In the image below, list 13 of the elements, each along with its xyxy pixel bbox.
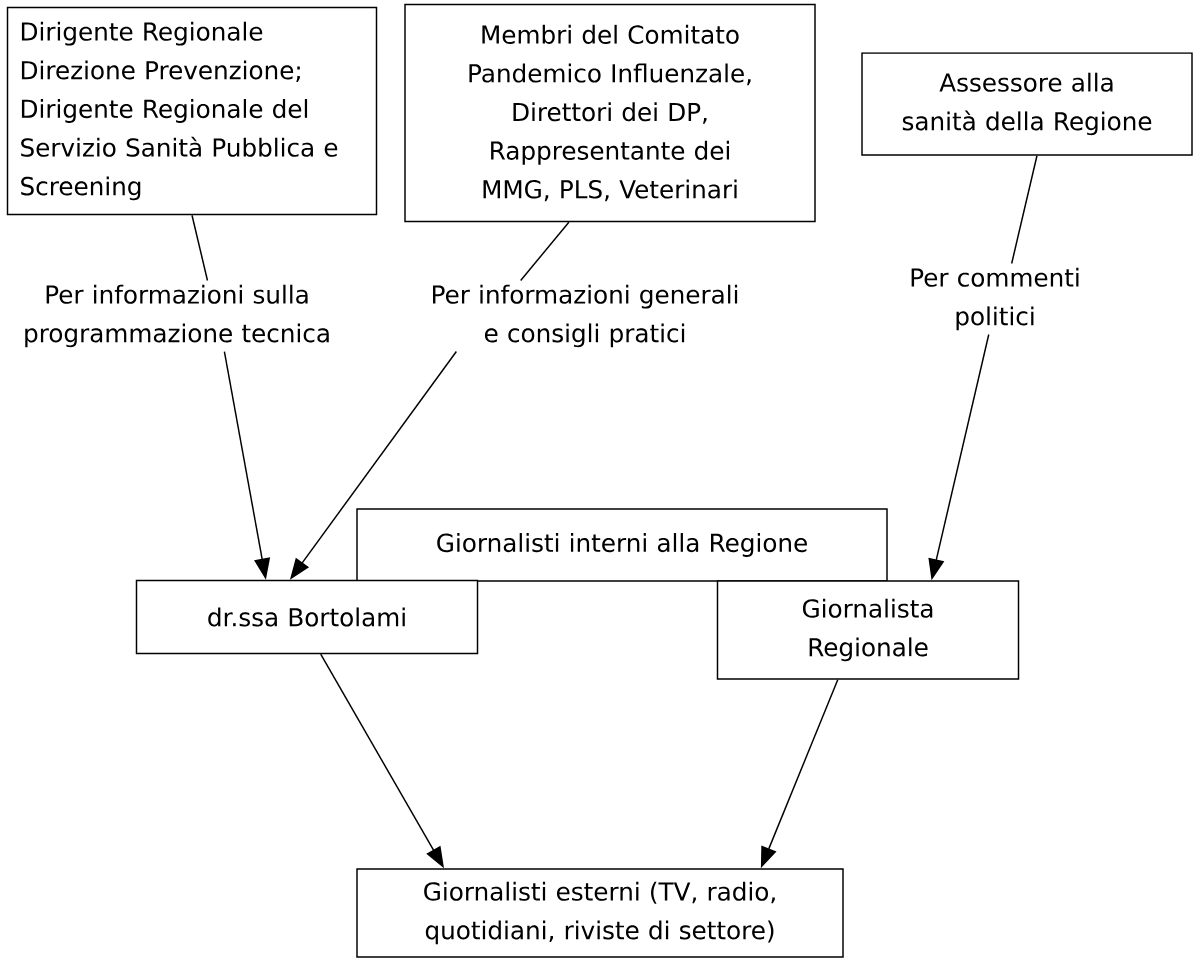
text-box: Giornalisti esterni (TV, radio, quotidiani, riviste di settore) <box>356 868 844 958</box>
annotation-text: Per informazioni generali e consigli pratici <box>433 284 738 348</box>
text-box: Giornalista Regionale <box>716 580 1020 680</box>
annotation-text: Per commenti politici <box>911 267 1079 331</box>
connector-line <box>191 214 209 282</box>
text-box: Giornalisti interni alla Regione <box>356 508 888 582</box>
text-box: Membri del Comitato Pandemico Influenzale, Direttori dei DP, Rappresentante dei MMG, PLS, Veterinari <box>404 3 816 223</box>
text-box: dr.ssa Bortolami <box>135 579 479 655</box>
annotation-text: Per informazioni sulla programmazione tecnica <box>25 284 329 348</box>
connector-line <box>1010 155 1038 265</box>
connector-line <box>519 221 570 282</box>
text-box: Dirigente Regionale Direzione Prevenzione; Dirigente Regionale del Servizio Sanità Pubblica e Screening <box>6 6 378 216</box>
text-box: Assessore alla sanità della Regione <box>861 52 1193 156</box>
